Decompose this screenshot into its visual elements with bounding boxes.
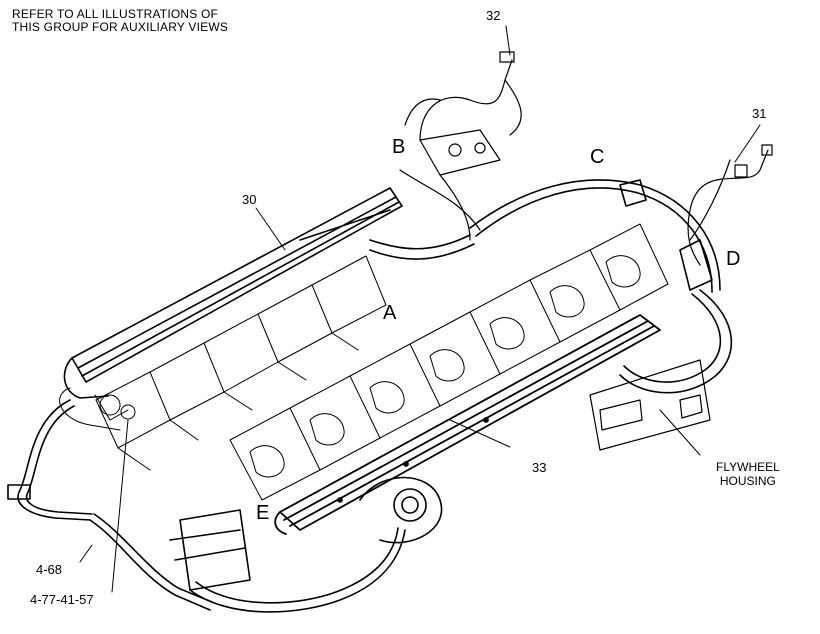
flywheel-line-1: FLYWHEEL xyxy=(716,460,780,474)
view-label-c: C xyxy=(590,146,605,168)
note-line-1: REFER TO ALL ILLUSTRATIONS OF xyxy=(12,7,219,21)
view-label-b: B xyxy=(392,136,406,158)
center-harness xyxy=(299,209,475,260)
leader-lines xyxy=(79,25,761,593)
callout-30: 30 xyxy=(242,192,257,207)
harness-loop-c xyxy=(469,179,721,293)
left-harness-loop xyxy=(7,399,213,611)
flywheel-housing-label: FLYWHEEL HOUSING xyxy=(716,460,780,488)
callout-32: 32 xyxy=(486,8,501,23)
left-bank-harness-rail xyxy=(63,187,403,399)
callout-4-68: 4-68 xyxy=(36,562,63,577)
flywheel-line-2: HOUSING xyxy=(719,474,776,488)
callout-31: 31 xyxy=(752,106,767,121)
view-label-a: A xyxy=(383,302,397,324)
left-bank-heads xyxy=(59,255,387,471)
general-note: REFER TO ALL ILLUSTRATIONS OF THIS GROUP… xyxy=(12,8,228,34)
view-label-e: E xyxy=(256,502,270,524)
junction-b xyxy=(399,129,501,241)
sensor-31-harness xyxy=(687,144,773,266)
right-bank-harness-rail xyxy=(274,314,661,535)
right-bank-heads xyxy=(229,223,669,501)
front-lower-harness xyxy=(169,476,443,613)
view-label-d: D xyxy=(726,248,741,270)
callout-33: 33 xyxy=(532,460,547,475)
callout-4-77-41-57: 4-77-41-57 xyxy=(30,592,94,607)
flywheel-housing-shape xyxy=(589,359,711,451)
note-line-2: THIS GROUP FOR AUXILIARY VIEWS xyxy=(12,20,229,34)
sensor-32-harness xyxy=(404,51,522,141)
